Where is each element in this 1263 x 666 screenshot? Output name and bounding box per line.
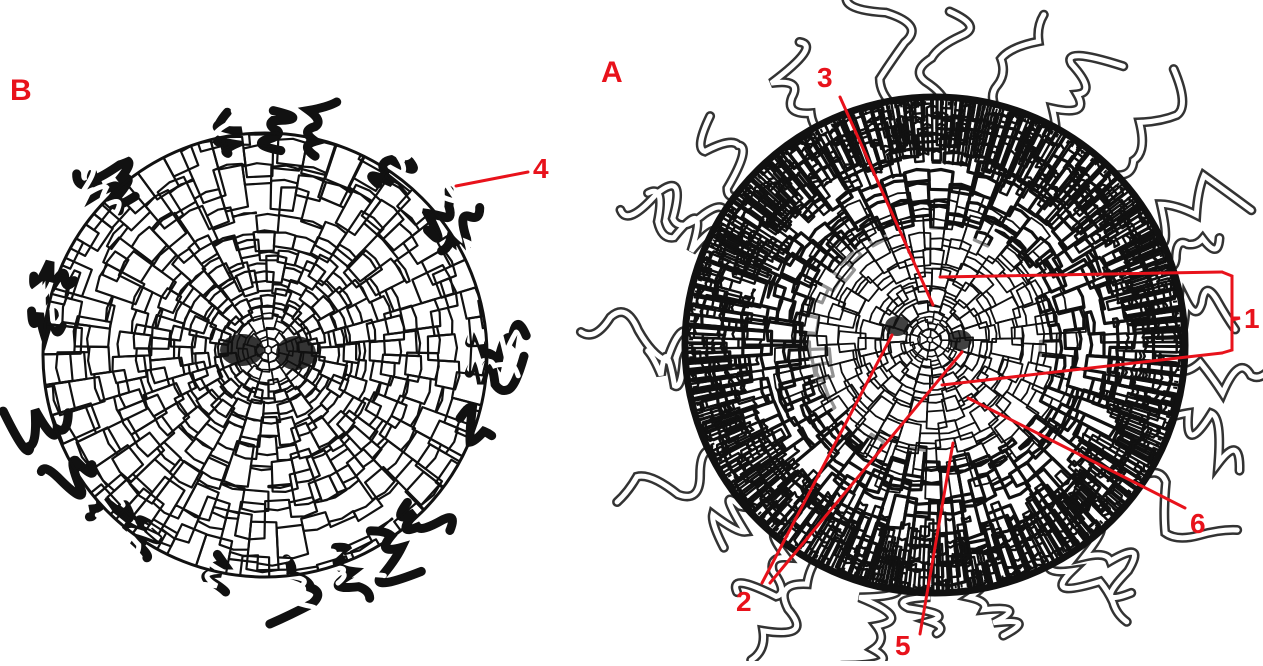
label-6: 6 [1190,510,1206,538]
label-5: 5 [895,632,911,660]
label-1: 1 [1244,305,1260,333]
root-section-b [0,0,597,661]
leader-4 [456,172,528,186]
label-2: 2 [736,588,752,616]
root-hairs-b [3,102,526,625]
cell-network-b [0,0,597,661]
xylem-pole-left-a [885,316,909,336]
panel-title-a: A [601,58,623,88]
xylem-pole-right-a [948,330,972,350]
panel-title-b: B [10,76,32,106]
label-4: 4 [533,155,549,183]
label-3: 3 [817,64,833,92]
xylem-pole-left-b [220,334,264,366]
xylem-pole-right-b [276,336,316,370]
root-section-a [581,0,1263,661]
